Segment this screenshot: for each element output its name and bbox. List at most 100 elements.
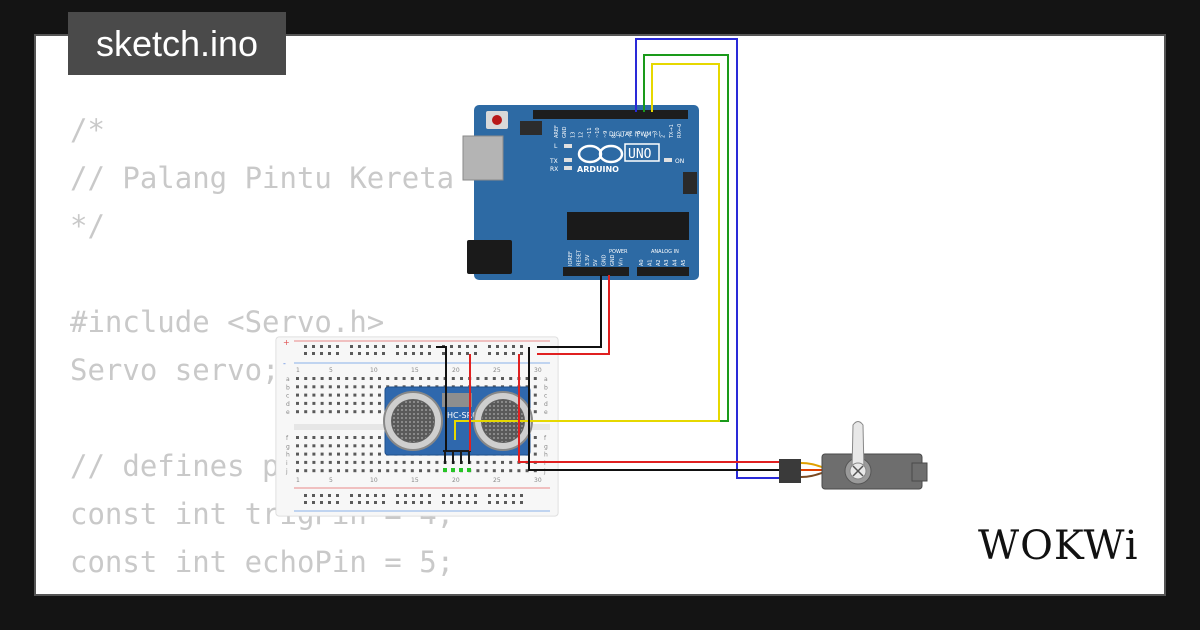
code-line: Servo servo; (70, 353, 280, 387)
pin-label: Vin (618, 258, 624, 266)
breadboard-column-label: 20 (452, 367, 460, 374)
file-tab[interactable]: sketch.ino (68, 12, 286, 75)
breadboard-row-label: g (544, 443, 548, 450)
wire-yellow (454, 63, 720, 440)
code-line: // defines variables (70, 586, 472, 594)
servo-motor[interactable] (779, 421, 928, 490)
wokwi-logo: WOKWi (978, 523, 1139, 569)
pin-label: ~11 (587, 127, 593, 138)
arduino-infinity-logo (577, 144, 624, 164)
breadboard-row-label: f (286, 435, 289, 442)
pin-label: 2 (661, 135, 667, 138)
digital-header (533, 110, 688, 119)
pin-label: RESET (576, 249, 582, 266)
pin-label: GND (610, 254, 616, 266)
breadboard-row-label: c (286, 393, 289, 400)
breadboard-row-label: b (544, 384, 548, 391)
breadboard-row-label: h (544, 452, 548, 459)
breadboard-row-label: i (286, 460, 288, 467)
breadboard-column-label: 25 (493, 367, 501, 374)
wire-black-gnd (537, 275, 602, 348)
breadboard-row-label: a (286, 376, 290, 383)
breadboard-row-label: g (286, 443, 290, 450)
power-jack (467, 240, 512, 274)
pin-label: ~3 (652, 131, 658, 138)
code-line: /* (70, 113, 105, 147)
breadboard-row-label: d (544, 401, 548, 408)
svg-text:RX: RX (550, 166, 558, 173)
code-line: const int echoPin = 5; (70, 545, 455, 579)
usb-port (462, 135, 504, 181)
pin-label: A0 (639, 259, 645, 266)
wire-red-power (537, 275, 610, 355)
pin-label: 4 (644, 135, 650, 138)
pin-label: TX→1 (669, 124, 675, 139)
svg-text:+: + (283, 338, 290, 347)
wire-black-servo (528, 347, 782, 471)
power-header-label: POWER (609, 249, 628, 255)
board-model-label: UNO (628, 147, 652, 162)
breadboard-column-label: 20 (452, 477, 460, 484)
pin-label: IOREF (568, 251, 574, 266)
ultrasonic-transducer-icon (383, 391, 443, 451)
breadboard-column-label: 30 (534, 477, 542, 484)
pin-label: 12 (579, 132, 585, 138)
breadboard-column-label: 1 (296, 477, 300, 484)
pin-label: A5 (681, 259, 687, 266)
breadboard-row-label: c (544, 393, 547, 400)
analog-header-label: ANALOG IN (651, 249, 679, 255)
svg-text:TX: TX (549, 158, 558, 165)
pin-label: 7 (620, 135, 626, 138)
svg-text:L: L (554, 143, 558, 150)
breadboard-column-label: 1 (296, 367, 300, 374)
code-line: // Palang Pintu Kereta (70, 161, 455, 195)
breadboard-row-label: h (286, 452, 290, 459)
breadboard-column-label: 25 (493, 477, 501, 484)
wire-blue (635, 38, 782, 479)
pin-label: A1 (647, 259, 653, 266)
code-line: */ (70, 209, 105, 243)
svg-text:ON: ON (675, 158, 684, 165)
breadboard-column-label: 10 (370, 367, 378, 374)
wire-red-servo (518, 354, 782, 463)
power-header (563, 267, 629, 276)
board-brand-label: ARDUINO (577, 165, 619, 174)
pin-label: ~6 (628, 131, 634, 138)
pin-label: AREF (554, 125, 560, 138)
breadboard-column-label: 30 (534, 367, 542, 374)
digital-header-label: DIGITAL (PWM ~) (609, 131, 661, 138)
breadboard-row-label: b (286, 384, 290, 391)
breadboard-row-label: e (286, 409, 290, 416)
breadboard-column-label: 5 (329, 477, 333, 484)
pin-label: A2 (656, 259, 662, 266)
sensor-label: HC-SR04 (447, 411, 482, 420)
svg-text:-: - (283, 359, 286, 368)
arduino-uno-board[interactable]: UNO ARDUINO DIGITAL (PWM ~) POWER ANALOG… (462, 105, 699, 280)
breadboard-column-label: 10 (370, 477, 378, 484)
breadboard-row-label: d (286, 401, 290, 408)
wire-black-sensor (436, 346, 447, 451)
pin-label: ~10 (595, 127, 601, 138)
sensor-pins (443, 450, 471, 464)
breadboard-row-label: e (544, 409, 548, 416)
analog-header (637, 267, 689, 276)
pin-label: 5V (593, 259, 599, 266)
servo-horn-icon (849, 421, 867, 480)
servo-connector (779, 459, 801, 483)
pin-label: A4 (673, 259, 679, 266)
code-line: #include <Servo.h> (70, 305, 385, 339)
breadboard-column-label: 15 (411, 367, 419, 374)
wires (436, 38, 782, 479)
pin-label: ~5 (636, 131, 642, 138)
code-editor: /* // Palang Pintu Kereta */ #include <Serv… (70, 106, 472, 594)
pin-label: GND (602, 254, 608, 266)
breadboard-row-label: a (544, 376, 548, 383)
atmega-chip (567, 212, 689, 240)
pin-label: GND (562, 126, 568, 138)
pin-label: ~9 (603, 131, 609, 138)
pin-label: RX←0 (677, 124, 683, 138)
pin-label: A3 (664, 259, 670, 266)
